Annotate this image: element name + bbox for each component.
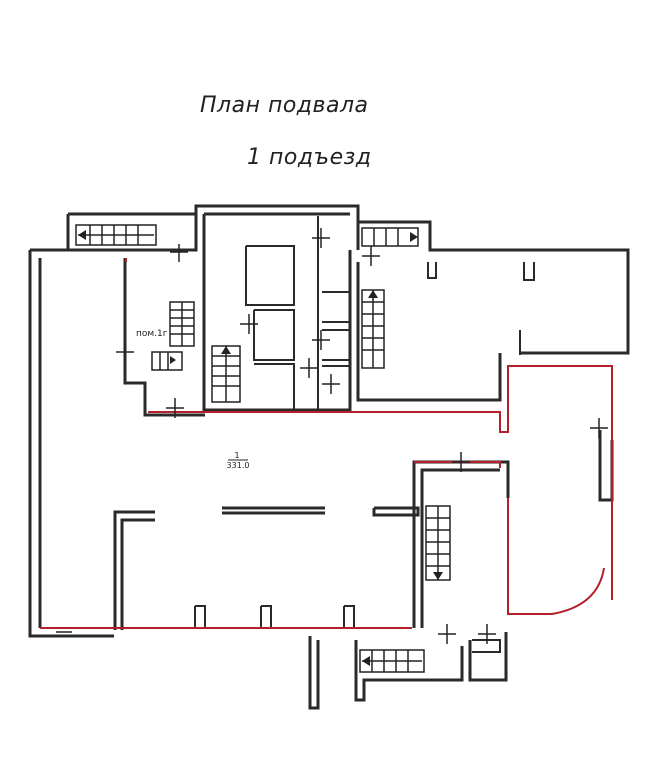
room-label-small: пом.1г xyxy=(136,329,168,339)
entrance-label: 1 подъезд xyxy=(247,145,372,170)
stair-arrows xyxy=(78,230,443,666)
room-number: 1 xyxy=(234,451,239,460)
boundary-lines xyxy=(40,258,613,629)
outer-walls xyxy=(28,204,630,710)
cross-marks xyxy=(56,228,608,644)
room-area: 331.0 xyxy=(227,461,250,470)
plan-title: План подвала xyxy=(200,93,369,118)
staircases xyxy=(75,224,451,673)
